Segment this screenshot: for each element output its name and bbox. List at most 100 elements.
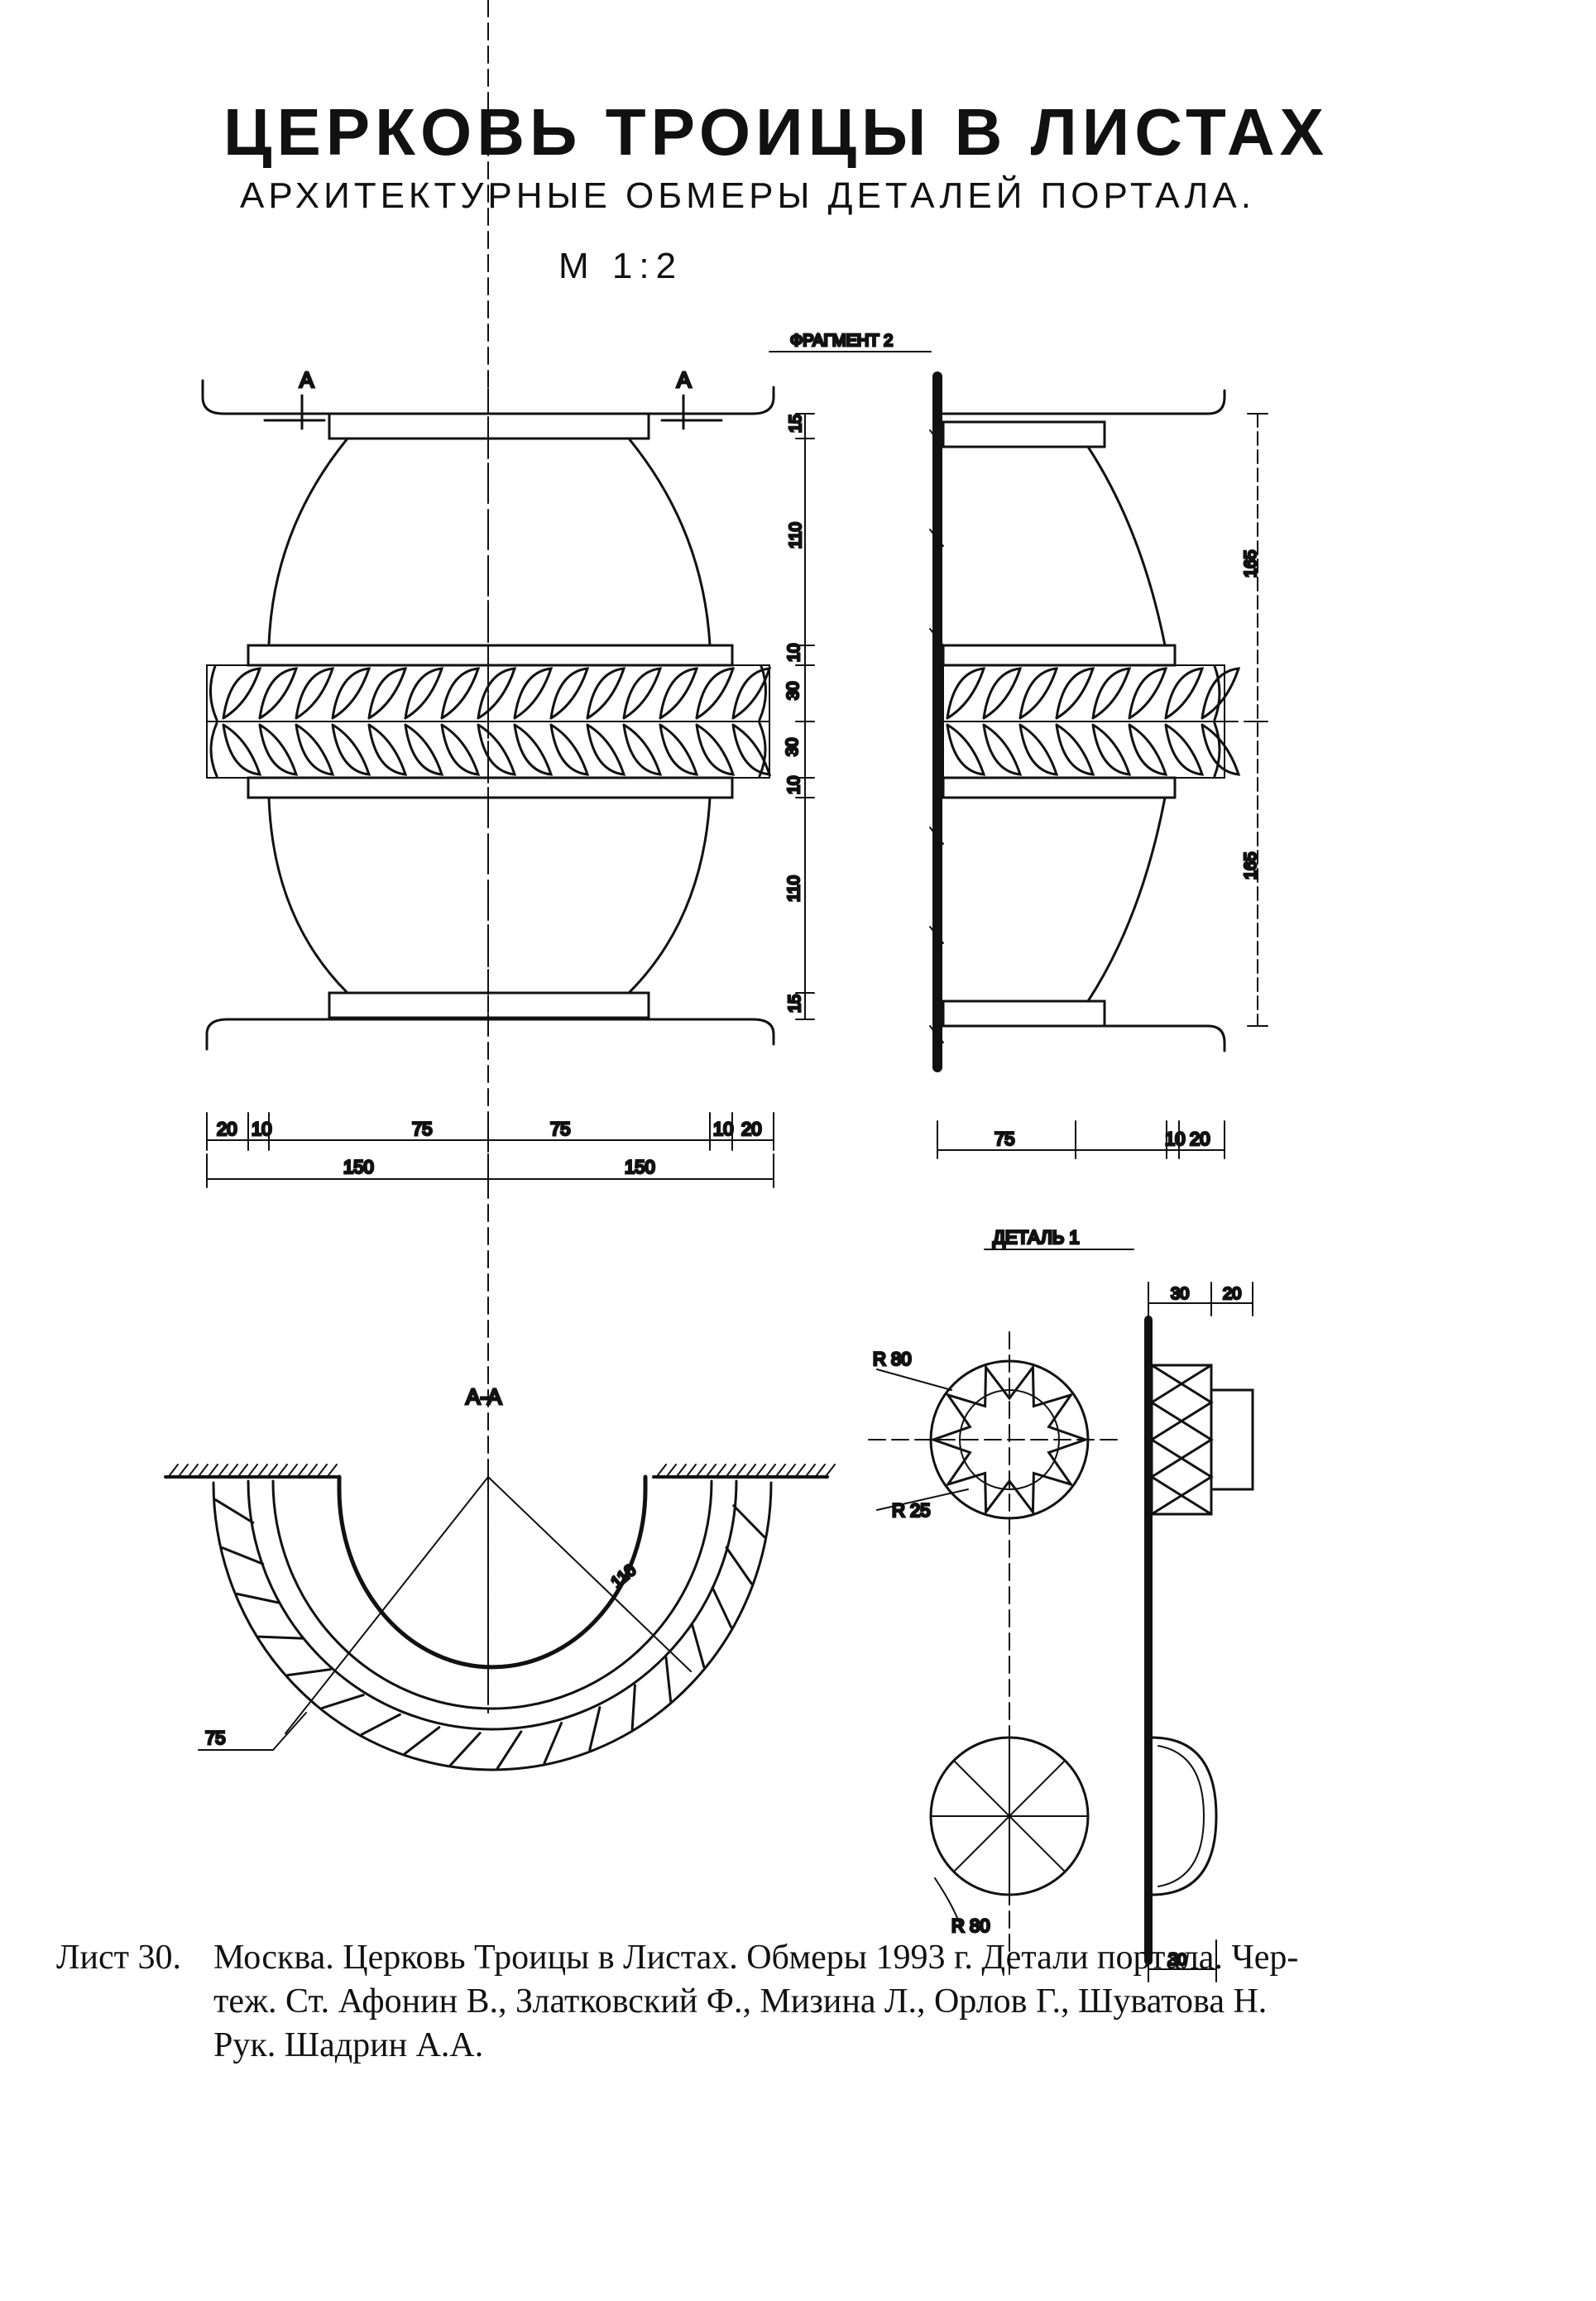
sheet-subtitle: АРХИТЕКТУРНЫЕ ОБМЕРЫ ДЕТАЛЕЙ ПОРТАЛА. [240, 175, 1255, 216]
braid-segment [543, 1721, 563, 1765]
front-dim-h1: 20 [217, 1119, 237, 1139]
braid-leaf [331, 723, 371, 776]
side-dim-h1: 75 [995, 1129, 1014, 1149]
front-dim-v2: 110 [787, 522, 805, 549]
braid-leaf [1091, 667, 1132, 720]
section-diag: 110 [608, 1561, 640, 1592]
hatch-line [199, 1464, 208, 1476]
detail-dim-top-1: 30 [1171, 1285, 1189, 1303]
side-dim-v2: 165 [1242, 852, 1260, 880]
hatch-line [796, 1464, 806, 1476]
braid-segment [214, 1498, 255, 1524]
front-dim-v4: 30 [784, 682, 803, 700]
section-radius: 75 [205, 1728, 225, 1748]
braid-leaf [982, 667, 1023, 720]
hatch-line [707, 1464, 717, 1476]
hatch-line [169, 1464, 179, 1476]
hatch-line [328, 1464, 338, 1476]
braid-segment [588, 1706, 601, 1752]
braid-leaf [622, 667, 663, 720]
braid-leaf [1164, 667, 1205, 720]
braid-leaf [1091, 723, 1132, 776]
side-elevation [769, 351, 1268, 1159]
hatch-line [717, 1464, 726, 1476]
front-dim-total-left: 150 [343, 1157, 374, 1177]
hatch-line [746, 1464, 756, 1476]
hatch-line [826, 1464, 836, 1476]
braid-segment [691, 1623, 706, 1669]
rosette-note: R 80 [951, 1915, 990, 1936]
hatch-line [238, 1464, 248, 1476]
braid-leaf [1018, 667, 1059, 720]
detail-dim-top-2: 20 [1223, 1285, 1241, 1303]
hatch-line [756, 1464, 766, 1476]
braid-leaf [1128, 723, 1168, 776]
front-dim-h6: 20 [741, 1119, 761, 1139]
front-dim-h5: 10 [713, 1119, 733, 1139]
section-mark-left: А [300, 367, 314, 392]
front-dim-h4: 75 [550, 1119, 570, 1139]
braid-segment [286, 1668, 332, 1677]
braid-segment [360, 1713, 401, 1736]
braid-leaf [731, 667, 772, 720]
hatch-line [726, 1464, 736, 1476]
hatch-line [258, 1464, 268, 1476]
scale-label: М 1:2 [558, 246, 683, 286]
side-dim-v1: 165 [1242, 550, 1260, 578]
braid-leaf [295, 667, 335, 720]
braid-segment [496, 1730, 523, 1770]
braid-segment [630, 1684, 636, 1731]
braid-leaf [258, 723, 299, 776]
braid-leaf [982, 723, 1023, 776]
hatch-line [218, 1464, 228, 1476]
braid-segment [235, 1592, 281, 1604]
side-dim-h2: 10 [1165, 1129, 1185, 1149]
braid-leaf [946, 667, 986, 720]
braid-leaf [1201, 667, 1241, 720]
hatch-line [667, 1464, 677, 1476]
hatch-line [308, 1464, 318, 1476]
braid-leaf [1164, 723, 1205, 776]
braid-leaf [477, 723, 517, 776]
braid-leaf [367, 723, 408, 776]
front-dim-v1: 15 [787, 415, 805, 433]
front-elevation [201, 379, 815, 1188]
braid-leaf [295, 723, 335, 776]
braid-leaf [440, 667, 481, 720]
braid-segment [664, 1656, 673, 1703]
hatch-line [816, 1464, 826, 1476]
detail-radius-inner: R 25 [892, 1500, 930, 1521]
detail-label: ДЕТАЛЬ 1 [993, 1227, 1080, 1248]
caption-line-2: теж. Ст. Афонин В., Златковский Ф., Мизи… [213, 1982, 1268, 2021]
braid-segment [711, 1586, 733, 1629]
braid-leaf [222, 723, 262, 776]
caption-sheet-number: Лист 30. [56, 1939, 181, 1977]
hatch-line [268, 1464, 278, 1476]
hatch-line [697, 1464, 707, 1476]
braid-segment [320, 1694, 365, 1709]
braid-segment [449, 1732, 482, 1766]
hatch-line [776, 1464, 786, 1476]
detail-radius-outer: R 80 [873, 1349, 911, 1369]
braid-leaf [586, 723, 626, 776]
hatch-line [189, 1464, 199, 1476]
braid-leaf [477, 667, 517, 720]
front-dim-h3: 75 [412, 1119, 432, 1139]
section-label: А-А [466, 1384, 502, 1409]
hatch-line [806, 1464, 816, 1476]
braid-leaf [513, 667, 554, 720]
braid-leaf [549, 667, 590, 720]
braid-segment [403, 1726, 441, 1755]
hatch-line [766, 1464, 776, 1476]
braid-leaf [367, 667, 408, 720]
detail-1 [868, 1249, 1254, 1982]
zigzag-line [1149, 1364, 1214, 1516]
side-dim-h3: 20 [1190, 1129, 1210, 1149]
front-dim-v5: 30 [784, 738, 802, 756]
hatch-line [687, 1464, 697, 1476]
braid-leaf [1055, 667, 1095, 720]
hatch-line [179, 1464, 189, 1476]
hatch-line [298, 1464, 308, 1476]
rosette-star-shape [929, 1364, 1090, 1516]
braid-leaf [513, 723, 554, 776]
